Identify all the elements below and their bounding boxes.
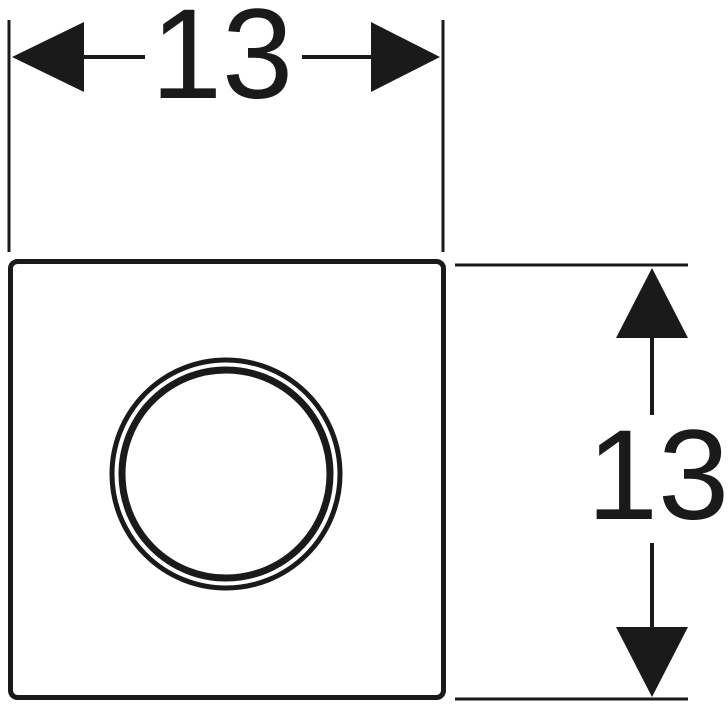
height-dimension-label: 13 [587, 404, 728, 547]
button-outer-ring [109, 357, 343, 591]
width-dimension: 13 [7, 0, 445, 252]
button-circle [109, 357, 343, 591]
arrowhead-up-icon [616, 268, 688, 338]
plate-outline [8, 259, 446, 700]
width-dimension-label: 13 [151, 0, 293, 126]
height-dimension: 13 [455, 263, 728, 701]
arrowhead-left-icon [12, 22, 84, 92]
arrowhead-right-icon [371, 22, 440, 92]
button-inner-ring [118, 366, 334, 582]
arrowhead-down-icon [616, 627, 688, 697]
